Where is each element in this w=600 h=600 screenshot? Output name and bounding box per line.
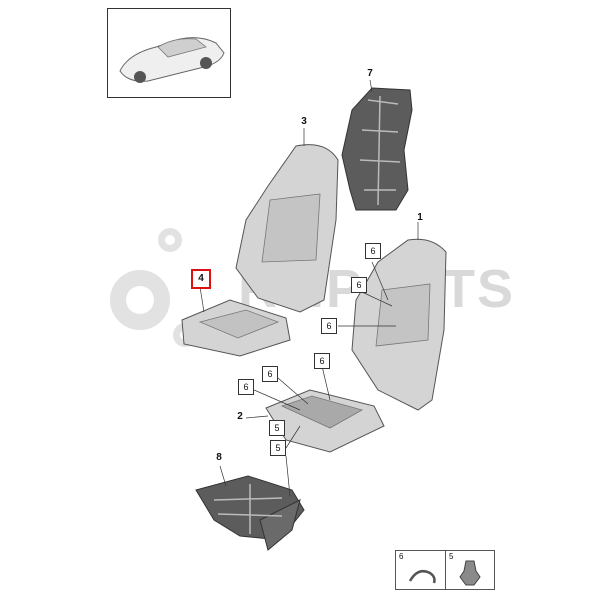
callout-2[interactable]: 2 bbox=[237, 411, 243, 422]
push-clip-icon bbox=[459, 560, 481, 586]
part-2-seat-pan bbox=[265, 389, 385, 453]
callout-1[interactable]: 1 bbox=[417, 212, 423, 223]
callout-6-b[interactable]: 6 bbox=[351, 277, 367, 293]
legend-item-5: 5 bbox=[446, 551, 495, 589]
legend-number: 5 bbox=[449, 552, 454, 561]
callout-6-d[interactable]: 6 bbox=[314, 353, 330, 369]
hook-clip-icon bbox=[408, 570, 436, 584]
part-3-backrest-foam bbox=[235, 144, 339, 313]
callout-6-c[interactable]: 6 bbox=[321, 318, 337, 334]
callout-7[interactable]: 7 bbox=[367, 68, 373, 79]
vehicle-thumbnail bbox=[107, 8, 231, 98]
part-7-heating-mat bbox=[341, 87, 413, 211]
callout-6-f[interactable]: 6 bbox=[238, 379, 254, 395]
leader-lines bbox=[199, 79, 419, 497]
callout-3[interactable]: 3 bbox=[301, 116, 307, 127]
callout-5-b[interactable]: 5 bbox=[270, 440, 286, 456]
legend-item-6: 6 bbox=[396, 551, 446, 589]
callout-6-e[interactable]: 6 bbox=[262, 366, 278, 382]
callout-8[interactable]: 8 bbox=[216, 452, 222, 463]
callout-4-highlighted[interactable]: 4 bbox=[191, 269, 211, 289]
legend-number: 6 bbox=[399, 552, 404, 561]
small-parts-legend: 6 5 bbox=[395, 550, 495, 590]
callout-6-a[interactable]: 6 bbox=[365, 243, 381, 259]
callout-5-a[interactable]: 5 bbox=[269, 420, 285, 436]
part-1-backrest-assembly bbox=[351, 238, 447, 411]
part-8-seat-heating-mat bbox=[195, 475, 305, 551]
car-overview-icon bbox=[119, 37, 225, 83]
part-4-seat-cushion bbox=[181, 299, 291, 357]
